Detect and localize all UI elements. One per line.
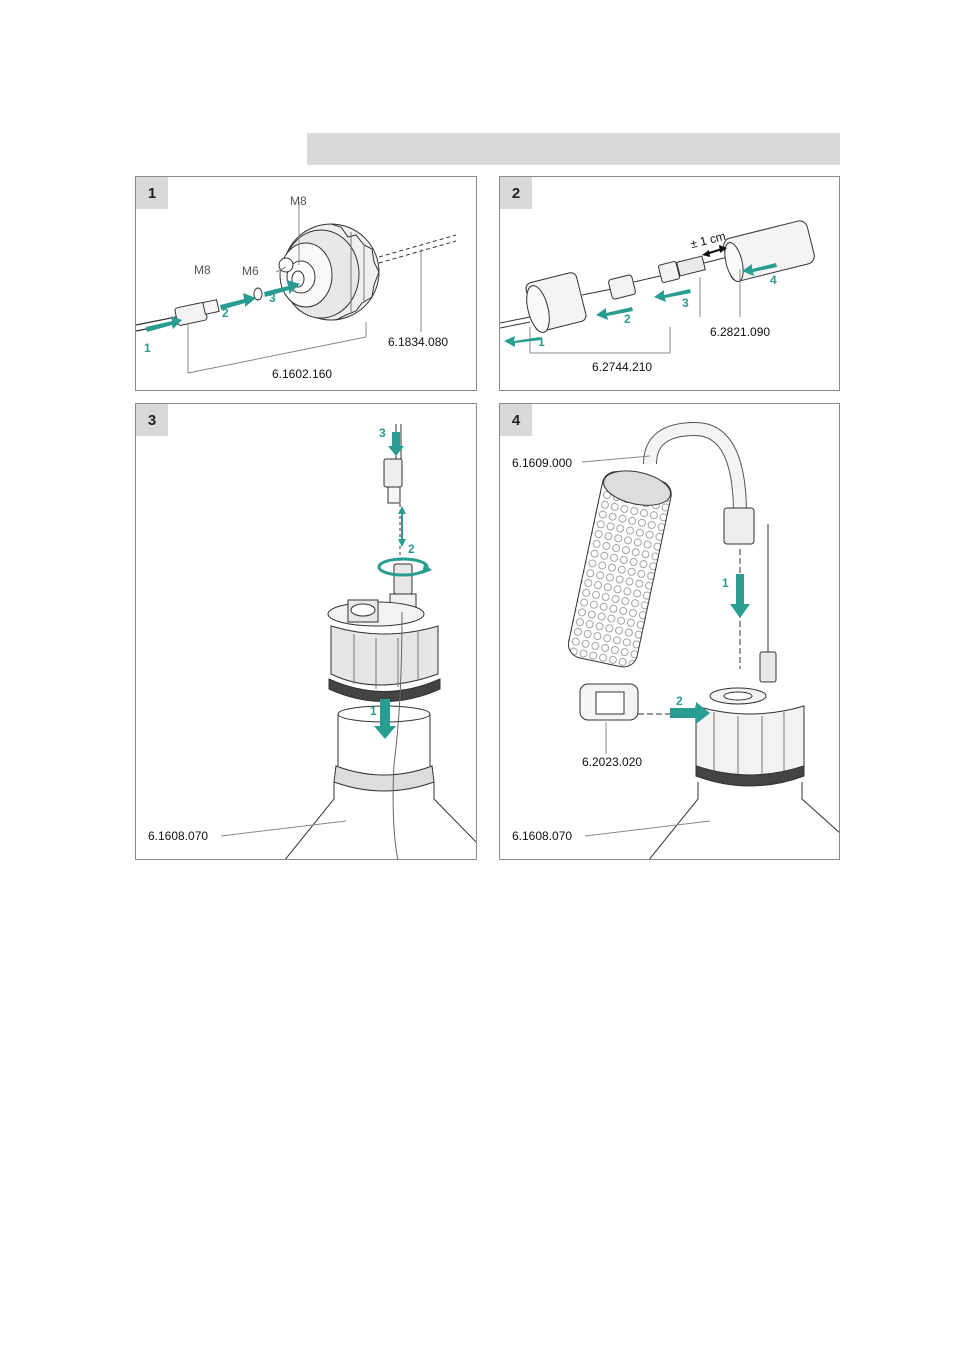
step-2-label: 2 [222, 306, 229, 320]
step-1-label: 1 [722, 576, 729, 590]
step-1-label: 1 [144, 341, 151, 355]
step-4-label: 4 [770, 273, 777, 287]
panel-4: 4 6.1609.000 6.2023.020 6.1608.070 1 2 [499, 403, 840, 860]
label-part-6-1608-070: 6.1608.070 [512, 829, 572, 843]
label-part-6-2744-210: 6.2744.210 [592, 360, 652, 374]
step-3-label: 3 [682, 296, 689, 310]
panel-3: 3 6.1608.070 1 2 3 [135, 403, 477, 860]
panel-4-number: 4 [500, 404, 532, 436]
step-3-label: 3 [269, 291, 276, 305]
label-part-6-1834-080: 6.1834.080 [388, 335, 448, 349]
label-part-6-1609-000: 6.1609.000 [512, 456, 572, 470]
step-2-label: 2 [408, 542, 415, 556]
label-m6: M6 [242, 264, 259, 278]
label-part-6-1608-070: 6.1608.070 [148, 829, 208, 843]
label-part-6-1602-160: 6.1602.160 [272, 367, 332, 381]
step-2-label: 2 [676, 694, 683, 708]
panel-1: 1 M8 M8 M6 6.1834.080 6.1602.160 1 2 3 [135, 176, 477, 391]
label-part-6-2821-090: 6.2821.090 [710, 325, 770, 339]
step-2-label: 2 [624, 312, 631, 326]
panel-4-illustration [500, 404, 840, 860]
panel-2-illustration [500, 177, 840, 391]
step-3-label: 3 [379, 426, 386, 440]
step-1-label: 1 [370, 704, 377, 718]
panel-3-illustration [136, 404, 477, 860]
label-m8-top: M8 [290, 194, 307, 208]
panel-3-number: 3 [136, 404, 168, 436]
header-bar [307, 133, 840, 165]
step-1-label: 1 [538, 335, 545, 349]
panel-1-illustration [136, 177, 477, 391]
panel-2: 2 ± 1 cm 6.2821.090 6.2744.210 1 2 3 4 [499, 176, 840, 391]
label-m8-left: M8 [194, 263, 211, 277]
panel-1-number: 1 [136, 177, 168, 209]
label-part-6-2023-020: 6.2023.020 [582, 755, 642, 769]
panel-2-number: 2 [500, 177, 532, 209]
